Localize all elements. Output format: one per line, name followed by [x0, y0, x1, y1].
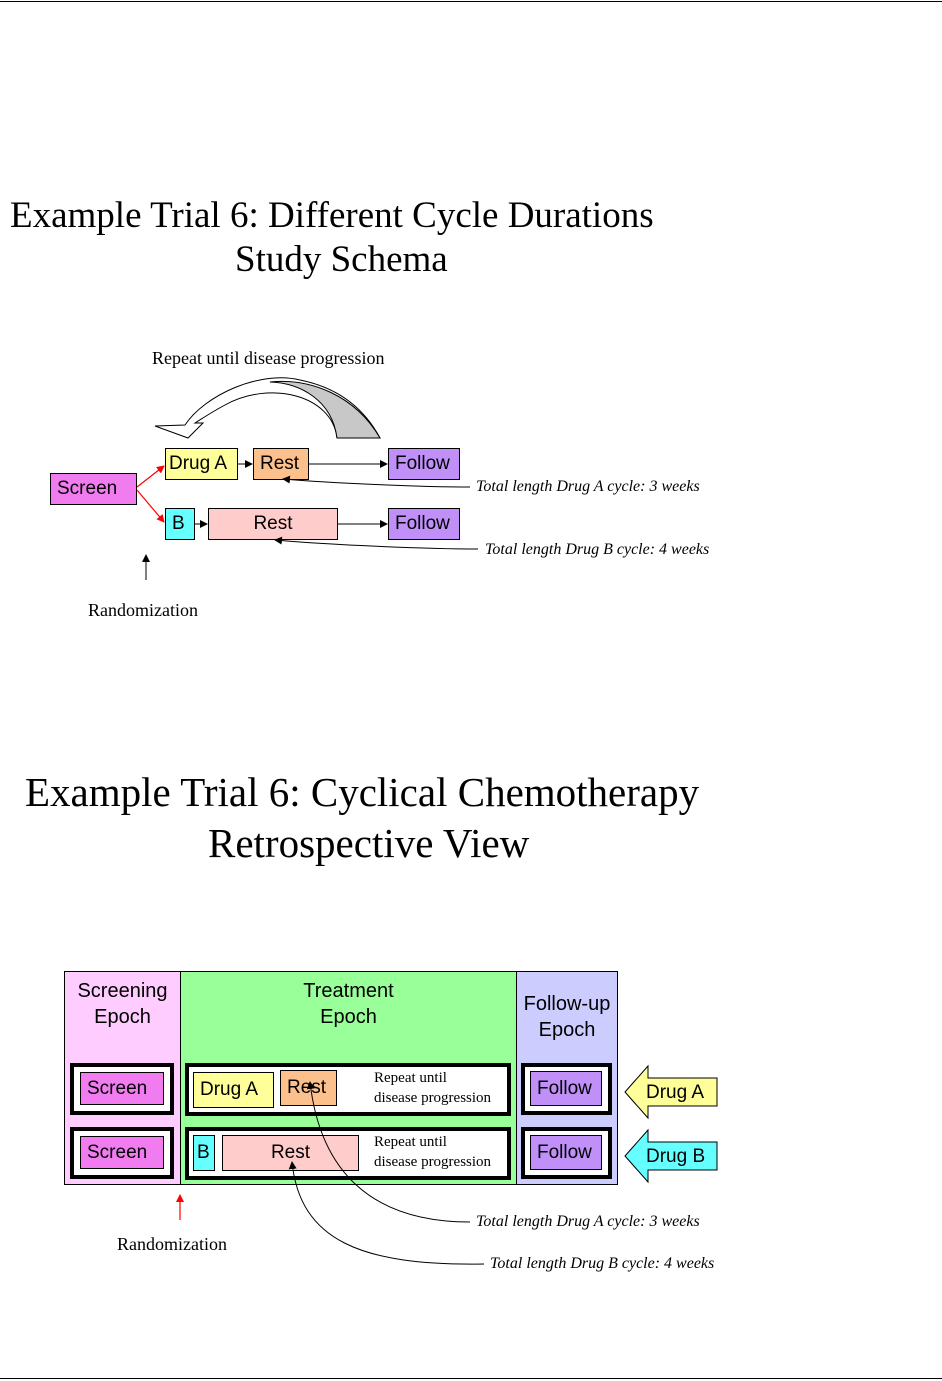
retro-repeat-b: Repeat until disease progression — [374, 1134, 492, 1170]
treatment-epoch-label: Treatment Epoch — [303, 980, 394, 1028]
schema-rest-b-box: Rest — [208, 508, 338, 540]
arrow-screen-to-b — [136, 489, 165, 523]
arrow-screen-to-drug-a — [136, 465, 165, 488]
retro-title-line1: Example Trial 6: Cyclical Chemotherapy — [25, 769, 700, 815]
retro-pointer-note-a — [306, 1081, 471, 1223]
retro-repeat-a: Repeat until disease progression — [374, 1070, 492, 1106]
retro-screen-a-box: Screen — [80, 1072, 164, 1105]
treatment-frame-a — [185, 1063, 511, 1116]
repeat-curve-shade — [269, 380, 381, 439]
schema-randomization-label: Randomization — [88, 600, 198, 620]
schema-note-a: Total length Drug A cycle: 3 weeks — [476, 478, 700, 495]
retro-b-box: B — [193, 1135, 215, 1171]
schema-title-line2: Study Schema — [235, 239, 448, 280]
schema-title-line1: Example Trial 6: Different Cycle Duratio… — [10, 195, 654, 236]
top-rule — [0, 1, 942, 2]
retro-subtitle: Retrospective View — [208, 818, 529, 868]
schema-follow-a-box: Follow — [388, 448, 460, 480]
pointer-note-a — [282, 475, 471, 488]
schema-title: Example Trial 6: Different Cycle Duratio… — [10, 194, 654, 238]
arm-arrow-drug-a — [624, 1064, 718, 1120]
retro-title-line2: Retrospective View — [208, 820, 530, 866]
arm-arrow-drug-b — [624, 1128, 718, 1184]
pointer-note-b — [274, 536, 479, 550]
retro-screen-b-box: Screen — [80, 1136, 164, 1169]
retro-drug-a-box: Drug A — [193, 1072, 274, 1108]
retro-randomization-label: Randomization — [117, 1234, 227, 1254]
bottom-rule — [0, 1378, 942, 1379]
arm-label-drug-b: Drug B — [646, 1145, 706, 1167]
retro-follow-a-box: Follow — [530, 1071, 602, 1106]
retro-title: Example Trial 6: Cyclical Chemotherapy — [25, 767, 699, 817]
schema-repeat-label: Repeat until disease progression — [152, 348, 385, 368]
schema-b-box: B — [165, 508, 195, 540]
retro-follow-b-box: Follow — [530, 1135, 602, 1170]
followup-epoch-label: Follow-up Epoch — [523, 993, 611, 1041]
schema-rest-a-box: Rest — [253, 448, 309, 480]
schema-subtitle: Study Schema — [235, 238, 448, 282]
retro-note-b: Total length Drug B cycle: 4 weeks — [490, 1255, 715, 1272]
retro-rest-b-box: Rest — [222, 1135, 359, 1171]
arm-label-drug-a: Drug A — [646, 1081, 705, 1103]
schema-note-b: Total length Drug B cycle: 4 weeks — [485, 541, 710, 558]
retro-rest-a-box: Rest — [280, 1070, 337, 1106]
screening-epoch-label: Screening Epoch — [77, 980, 168, 1028]
schema-follow-b-box: Follow — [388, 508, 460, 540]
schema-drug-a-box: Drug A — [165, 448, 238, 480]
retro-note-a: Total length Drug A cycle: 3 weeks — [476, 1213, 700, 1230]
schema-screen-box: Screen — [50, 473, 137, 505]
retro-pointer-note-b — [288, 1161, 485, 1265]
